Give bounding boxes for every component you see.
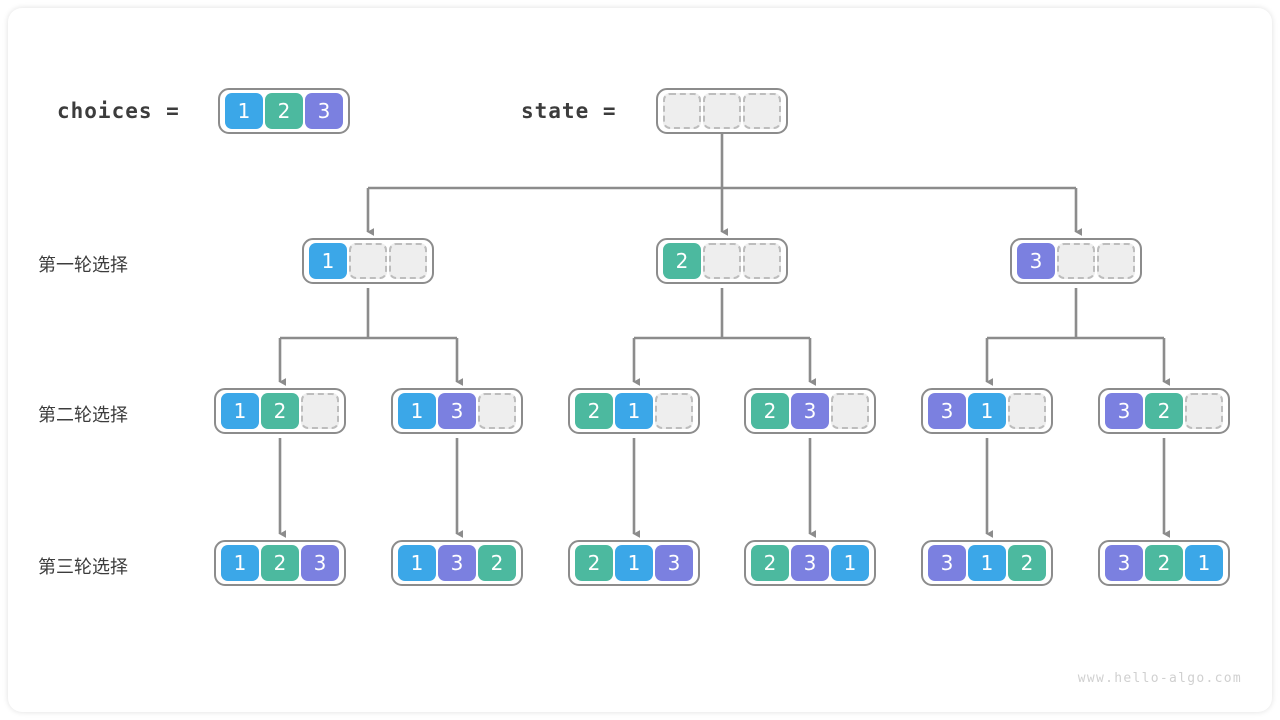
array-cell-value: 1	[309, 243, 347, 279]
array-cell-value: 2	[478, 545, 516, 581]
array-cell-value: 3	[1017, 243, 1055, 279]
array-cell-value: 1	[831, 545, 869, 581]
array-cell-value: 2	[1008, 545, 1046, 581]
array-cell-value: 3	[928, 393, 966, 429]
array-cell-value: 1	[1185, 545, 1223, 581]
state-label: state =	[521, 99, 617, 123]
array-cell-value: 3	[791, 393, 829, 429]
array-cell-value: 2	[575, 545, 613, 581]
array-cell-value: 1	[398, 393, 436, 429]
array-cell-value: 2	[261, 545, 299, 581]
array-cell-value: 1	[225, 93, 263, 129]
array-cell-value: 1	[221, 545, 259, 581]
array-cell-value: 1	[968, 393, 1006, 429]
array-cell-value: 3	[928, 545, 966, 581]
array-cell-value: 1	[221, 393, 259, 429]
level1-node-3: 3	[1010, 238, 1142, 284]
array-cell-empty	[1008, 393, 1046, 429]
array-cell-empty	[1185, 393, 1223, 429]
array-cell-empty	[831, 393, 869, 429]
row-label-round-1: 第一轮选择	[38, 255, 128, 276]
card-frame	[8, 8, 1272, 712]
state-array	[656, 88, 788, 134]
choices-label: choices =	[57, 99, 180, 123]
array-cell-value: 2	[1145, 393, 1183, 429]
array-cell-value: 1	[615, 545, 653, 581]
array-cell-empty	[478, 393, 516, 429]
array-cell-value: 3	[438, 393, 476, 429]
level1-node-2: 2	[656, 238, 788, 284]
array-cell-empty	[1097, 243, 1135, 279]
level1-node-1: 1	[302, 238, 434, 284]
array-cell-empty	[655, 393, 693, 429]
array-cell-empty	[663, 93, 701, 129]
row-label-round-2: 第二轮选择	[38, 405, 128, 426]
array-cell-empty	[743, 93, 781, 129]
array-cell-value: 3	[438, 545, 476, 581]
array-cell-value: 3	[301, 545, 339, 581]
array-cell-value: 3	[1105, 393, 1143, 429]
array-cell-empty	[703, 243, 741, 279]
array-cell-value: 1	[398, 545, 436, 581]
watermark: www.hello-algo.com	[1077, 671, 1242, 686]
array-cell-value: 1	[615, 393, 653, 429]
array-cell-empty	[1057, 243, 1095, 279]
array-cell-value: 2	[663, 243, 701, 279]
array-cell-empty	[349, 243, 387, 279]
array-cell-value: 2	[751, 393, 789, 429]
array-cell-value: 2	[1145, 545, 1183, 581]
array-cell-value: 2	[261, 393, 299, 429]
array-cell-empty	[703, 93, 741, 129]
array-cell-value: 1	[968, 545, 1006, 581]
array-cell-value: 3	[791, 545, 829, 581]
array-cell-value: 3	[655, 545, 693, 581]
array-cell-value: 2	[575, 393, 613, 429]
array-cell-empty	[743, 243, 781, 279]
array-cell-empty	[389, 243, 427, 279]
array-cell-value: 2	[265, 93, 303, 129]
array-cell-value: 3	[1105, 545, 1143, 581]
array-cell-value: 3	[305, 93, 343, 129]
row-label-round-3: 第三轮选择	[38, 557, 128, 578]
array-cell-empty	[301, 393, 339, 429]
array-cell-value: 2	[751, 545, 789, 581]
